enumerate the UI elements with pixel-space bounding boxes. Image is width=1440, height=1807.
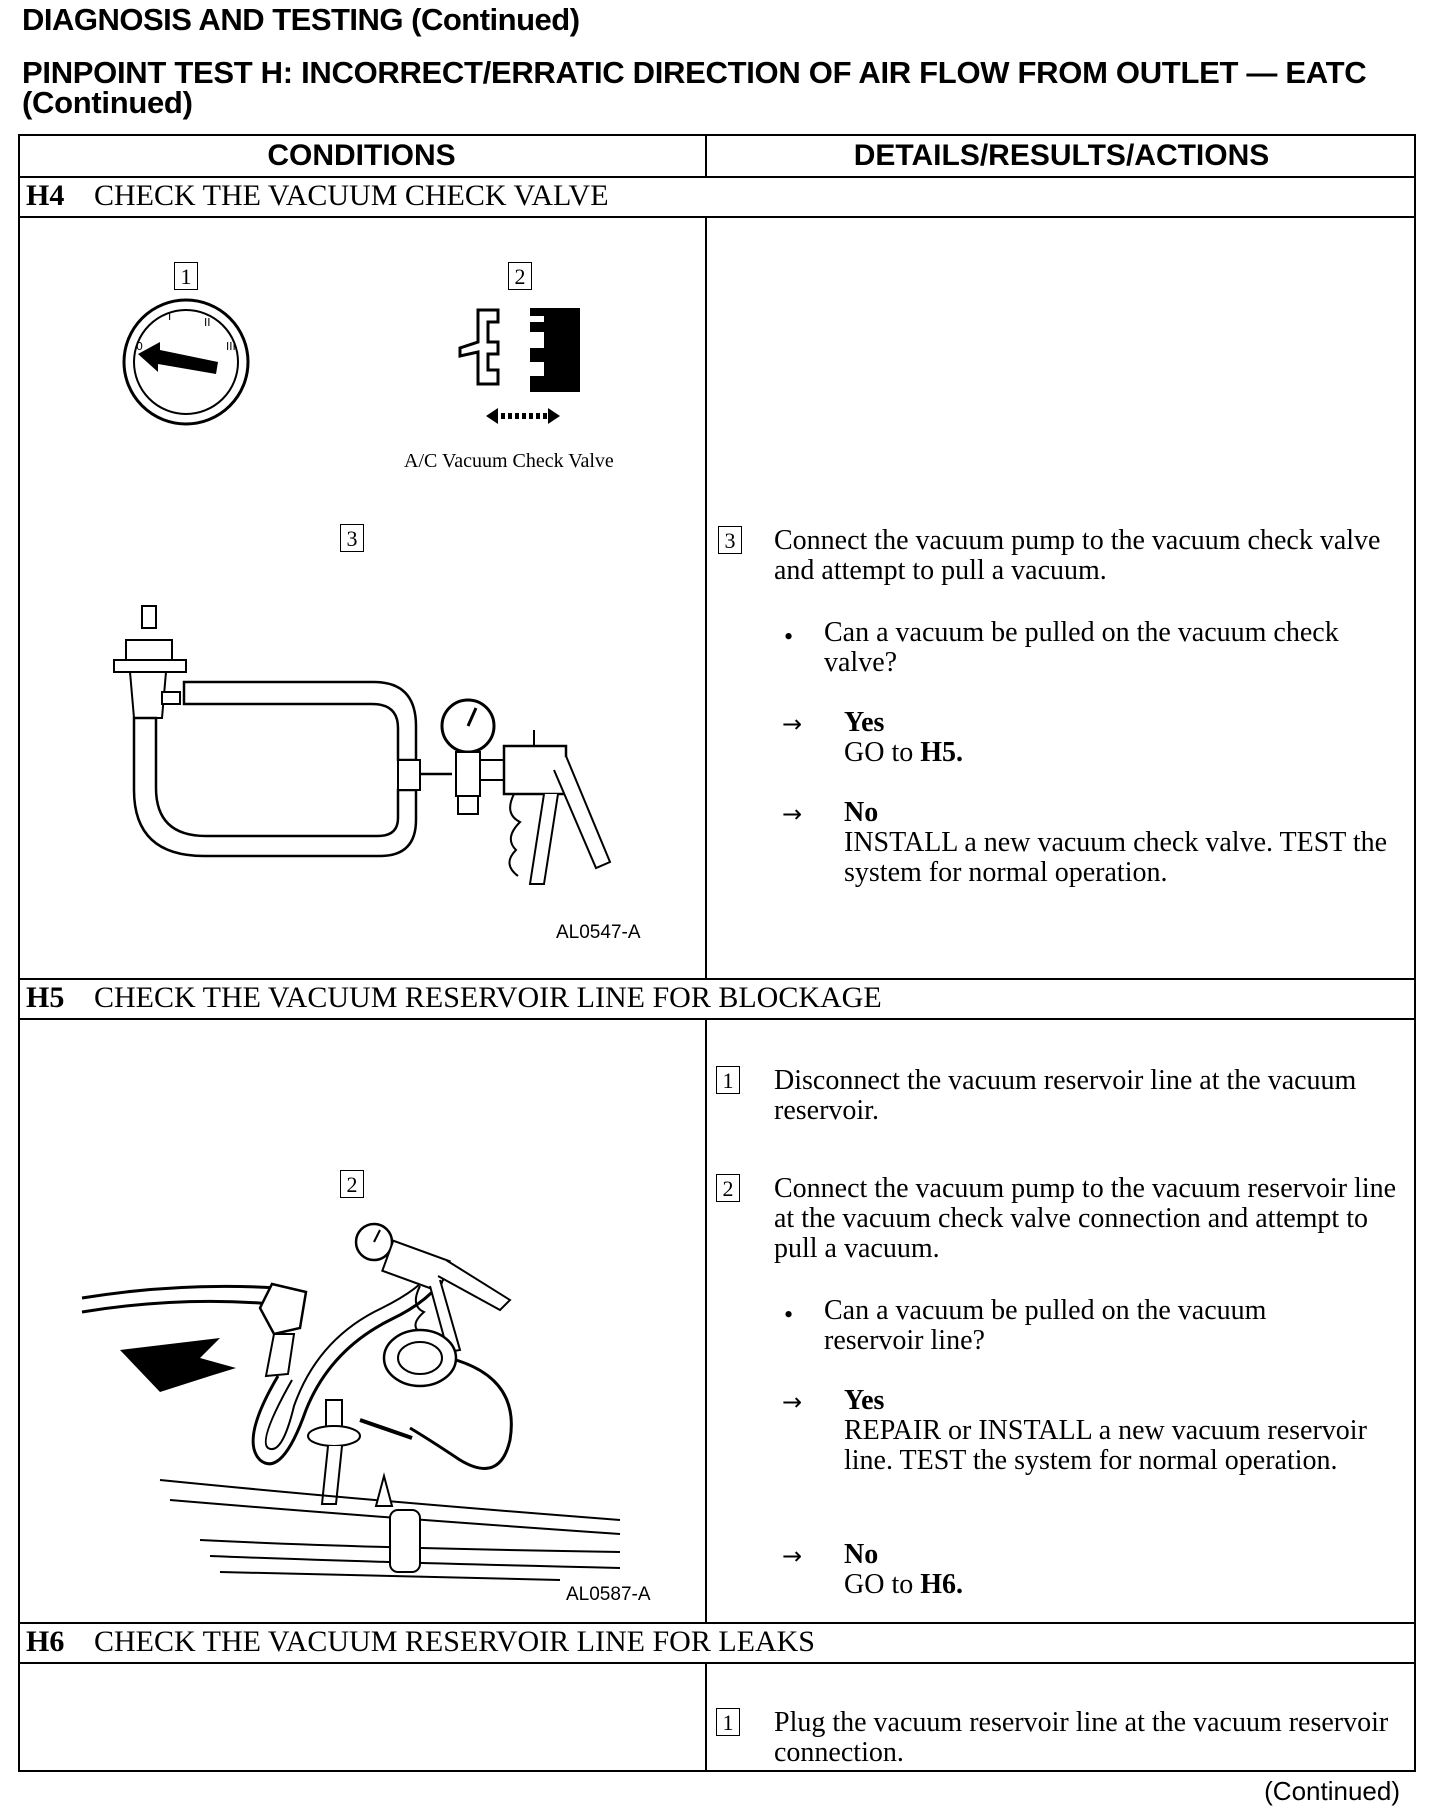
step-number-1: 1	[716, 1708, 740, 1736]
row-divider	[18, 1018, 1416, 1020]
col-divider	[705, 1662, 707, 1772]
svg-text:0: 0	[136, 340, 143, 353]
yes-action: REPAIR or INSTALL a new vacuum reservoir…	[844, 1415, 1367, 1476]
no-action-prefix: GO to	[844, 1569, 921, 1600]
step-h5-heading: H5 CHECK THE VACUUM RESERVOIR LINE FOR BL…	[26, 978, 882, 1018]
step2-instruction: Connect the vacuum pump to the vacuum re…	[774, 1173, 1397, 1264]
step-code: H5	[26, 981, 65, 1014]
no-action: INSTALL a new vacuum check valve. TEST t…	[844, 827, 1388, 888]
arrow-right-icon: →	[782, 1542, 803, 1570]
question-text: Can a vacuum be pulled on the vacuum res…	[824, 1295, 1267, 1356]
col-divider	[705, 1018, 707, 1622]
no-label: No	[844, 1539, 879, 1570]
reservoir-line-diagram	[81, 1222, 621, 1581]
figure-code: AL0587-A	[566, 1584, 651, 1605]
step-title: CHECK THE VACUUM RESERVOIR LINE FOR BLOC…	[94, 981, 882, 1014]
yes-action-prefix: GO to	[844, 737, 921, 768]
row-divider	[18, 1622, 1416, 1624]
connector-icon	[458, 308, 580, 424]
arrow-right-icon: →	[782, 710, 803, 738]
vacuum-pump-diagram	[113, 605, 612, 885]
step-instruction: Connect the vacuum pump to the vacuum ch…	[774, 525, 1381, 586]
continued-note: (Continued)	[1264, 1776, 1400, 1806]
step-h4-heading: H4 CHECK THE VACUUM CHECK VALVE	[26, 176, 609, 216]
details-header: DETAILS/RESULTS/ACTIONS	[853, 139, 1270, 172]
row-divider	[18, 216, 1416, 218]
figure-callout-2: 2	[508, 262, 532, 290]
step-code: H4	[26, 179, 65, 212]
arrow-right-icon: →	[782, 800, 803, 828]
step-title: CHECK THE VACUUM RESERVOIR LINE FOR LEAK…	[94, 1625, 815, 1658]
no-action-target: H6.	[920, 1569, 964, 1600]
no-action: GO to H6.	[844, 1570, 963, 1600]
question-text: Can a vacuum be pulled on the vacuum che…	[824, 617, 1339, 678]
yes-label: Yes	[844, 1385, 885, 1416]
conditions-header: CONDITIONS	[267, 139, 456, 172]
yes-label: Yes	[844, 707, 885, 738]
ignition-switch-icon: 0 I II III	[122, 298, 250, 426]
figure-code: AL0547-A	[556, 922, 641, 943]
step-title: CHECK THE VACUUM CHECK VALVE	[94, 179, 609, 212]
yes-action: GO to H5.	[844, 738, 963, 768]
arrow-right-icon: →	[782, 1388, 803, 1416]
figure-callout-1: 1	[174, 262, 198, 290]
row-divider	[18, 176, 1416, 178]
test-title: PINPOINT TEST H: INCORRECT/ERRATIC DIREC…	[22, 55, 1367, 120]
test-table	[18, 134, 1416, 1772]
col-divider	[705, 216, 707, 978]
step-number-2: 2	[716, 1174, 740, 1202]
col-divider	[705, 134, 707, 176]
step-number-3: 3	[718, 526, 742, 554]
section-heading: DIAGNOSIS AND TESTING (Continued)	[22, 2, 580, 37]
svg-text:II: II	[204, 316, 211, 329]
row-divider	[18, 978, 1416, 980]
no-label: No	[844, 797, 879, 828]
bullet-icon: •	[784, 622, 794, 651]
figure-callout-2: 2	[340, 1170, 364, 1198]
step-h6-heading: H6 CHECK THE VACUUM RESERVOIR LINE FOR LE…	[26, 1622, 815, 1662]
figure-caption: A/C Vacuum Check Valve	[404, 450, 614, 472]
step1-instruction: Disconnect the vacuum reservoir line at …	[774, 1065, 1357, 1126]
step-number-1: 1	[716, 1066, 740, 1094]
bullet-icon: •	[784, 1300, 794, 1329]
figure-callout-3: 3	[340, 524, 364, 552]
svg-text:III: III	[226, 340, 236, 353]
row-divider	[18, 1662, 1416, 1664]
yes-action-target: H5.	[920, 737, 964, 768]
step-code: H6	[26, 1625, 65, 1658]
step1-instruction: Plug the vacuum reservoir line at the va…	[774, 1707, 1389, 1768]
svg-text:I: I	[168, 310, 171, 323]
